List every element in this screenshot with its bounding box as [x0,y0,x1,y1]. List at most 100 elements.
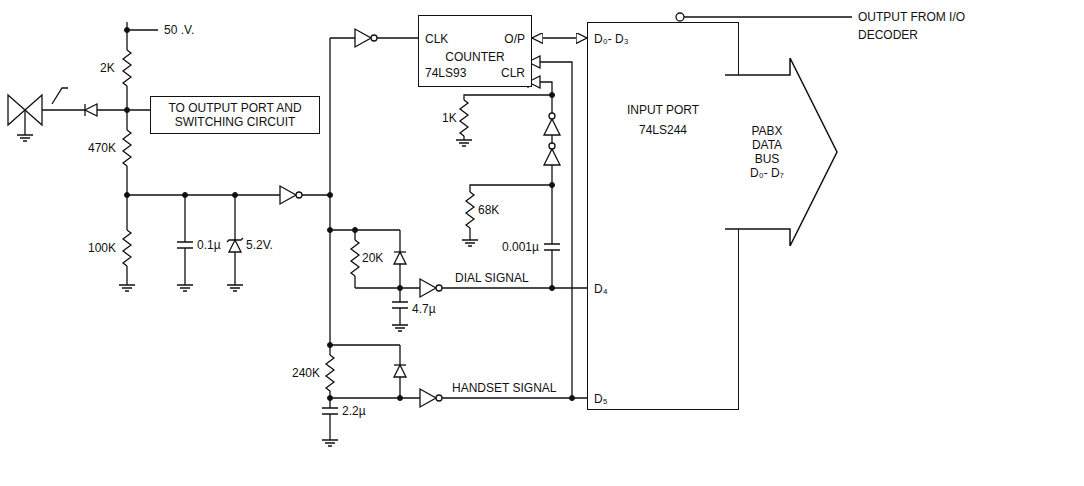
junction-dot [550,183,555,188]
signal-name: DIAL SIGNAL [455,271,529,285]
inverter-symbol [280,186,296,204]
ground-symbol [462,240,478,246]
ground-symbol [456,140,472,146]
junction-dot [550,93,555,98]
component-value: 20K [362,251,383,265]
component-value: 1K [442,111,457,125]
ground-symbol [322,440,338,446]
resistor-symbol [351,240,359,276]
component-value: 100K [88,241,116,255]
box-text: TO OUTPUT PORT AND SWITCHING CIRCUIT [151,97,319,133]
wire [518,62,572,398]
wire [330,230,587,325]
supply-voltage: 50 .V. [164,23,194,37]
pin-label: O/P [504,32,525,46]
component-value: 4.7µ [412,302,436,316]
resistor-symbol [460,100,468,136]
junction-dot [328,343,333,348]
diode-symbol [394,365,406,377]
junction-dot [398,286,403,291]
bus-text-holder: PABX DATA BUS D₀- D₇ [737,58,797,246]
junction-dot [328,396,333,401]
pin-label: D₅ [594,392,608,406]
chip-number: 74LS244 [588,123,738,137]
component-value: 68K [478,203,499,217]
wire [330,38,418,355]
ground-symbol [119,285,135,291]
wire [127,195,330,285]
component-value: 0.1µ [197,238,221,252]
zener-symbol [229,240,241,252]
junction-dot [398,396,403,401]
active-low-bubble [676,13,684,21]
inverter-bubble [549,143,555,149]
junction-dot [570,396,575,401]
junction-dot [183,193,188,198]
junction-dot [125,193,130,198]
ringer-symbol [8,95,25,125]
switch-symbol [52,88,68,104]
resistor-symbol [123,50,131,86]
inverter-symbol [544,119,560,135]
diode-bar [394,251,406,252]
inverter-symbol [544,149,560,165]
input-port-chip: D₀- D₃ INPUT PORT 74LS244D₄ D₅ [587,22,739,410]
ground-symbol [177,285,193,291]
inverter-bubble [371,35,377,41]
junction-dot [233,193,238,198]
inverter-bubble [436,285,442,291]
resistor-symbol [123,230,131,266]
inverter-symbol [355,29,371,47]
data-bus-arrow: PABX DATA BUS D₀- D₇ [725,58,838,246]
diode-symbol [394,252,406,264]
ringer-symbol [25,95,42,125]
capacitor-symbol [544,244,560,250]
chip-name: COUNTER [419,50,531,64]
bus-connector [532,37,587,39]
diode-bar [394,364,406,365]
bus-outline-path [725,58,837,246]
component-value: 5.2V. [246,238,273,252]
component-value: 470K [88,141,116,155]
diode-symbol [85,104,97,116]
ground-symbol [392,325,408,331]
capacitor-symbol [322,408,338,414]
zener-bar [227,238,243,242]
junction-dot [328,228,333,233]
output-box: TO OUTPUT PORT AND SWITCHING CIRCUIT [150,96,320,134]
inverter-symbol [420,389,436,407]
junction-dot [550,286,555,291]
component-value: 2K [100,61,115,75]
pin-label: CLR [501,66,525,80]
wire [464,82,552,288]
ground-symbol [17,135,33,141]
junction-dot [125,108,130,113]
junction-dot [125,28,130,33]
component-value: 240K [292,366,320,380]
inverter-symbol [420,279,436,297]
component-value: 0.001µ [502,240,539,254]
resistor-symbol [123,130,131,166]
signal-name: OUTPUT FROM I/O DECODER [858,8,1008,44]
inverter-bubble [436,395,442,401]
diode-bar [84,104,85,116]
signal-name: HANDSET SIGNAL [452,381,556,395]
counter-chip: CLK O/P COUNTER 74LS93 CLR [418,15,532,87]
capacitor-symbol [392,302,408,308]
pin-label: D₄ [594,282,608,296]
wire [330,345,587,440]
junction-dot [328,193,333,198]
ground-symbol [227,285,243,291]
capacitor-symbol [177,242,193,248]
chip-number: 74LS93 [425,66,466,80]
resistor-symbol [326,355,334,391]
junction-dot [353,228,358,233]
inverter-bubble [296,192,302,198]
pin-label: CLK [425,32,448,46]
wire [42,30,158,110]
pin-label: D₀- D₃ [594,32,629,46]
component-value: 2.2µ [342,404,366,418]
resistor-symbol [466,192,474,228]
chip-name: INPUT PORT [588,103,738,117]
inverter-bubble [549,113,555,119]
